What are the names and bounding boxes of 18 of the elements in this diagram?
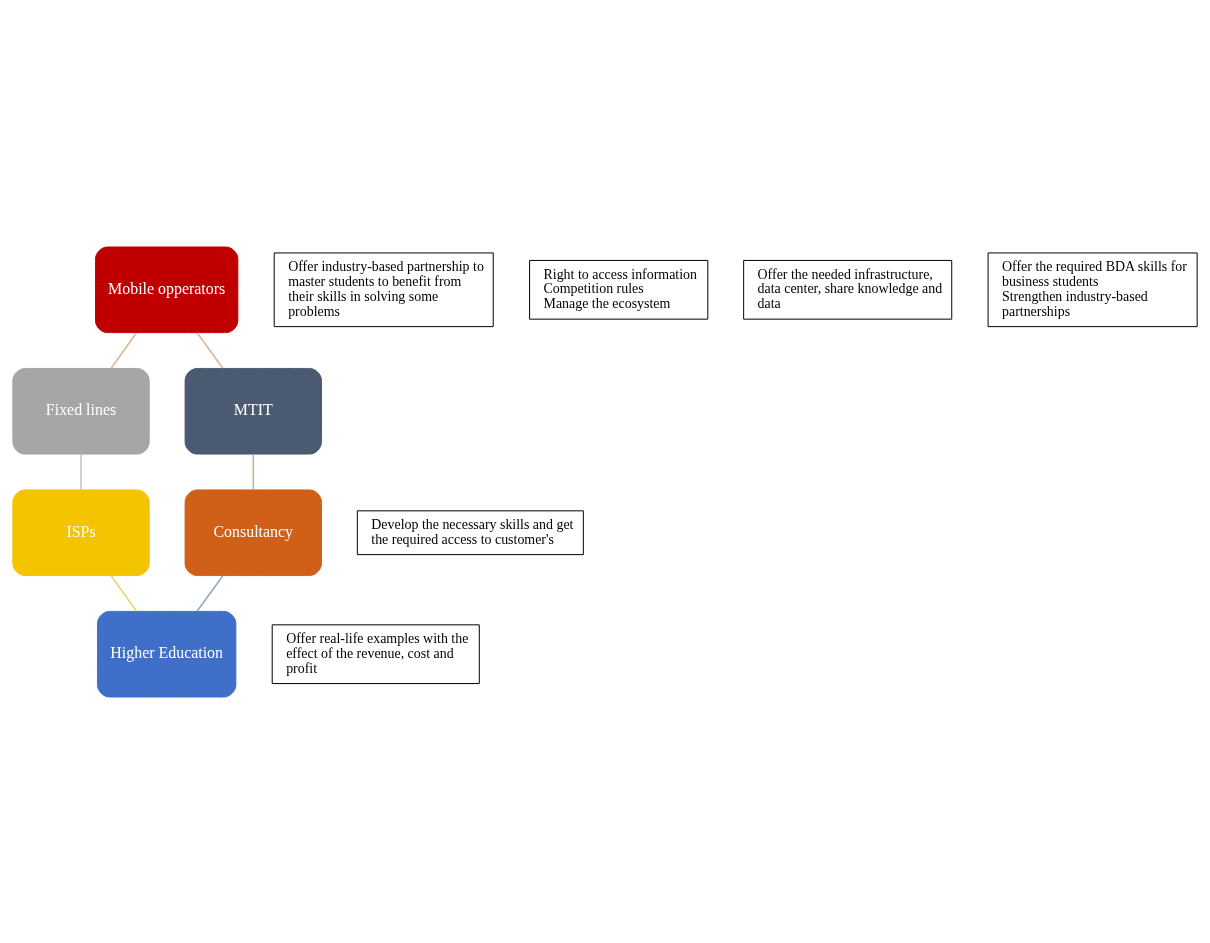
node-box: Offer real-life examples with the effect of the revenue, cost and profit (271, 623, 480, 684)
connector (252, 453, 255, 490)
node-box: Fixed lines (12, 367, 150, 455)
node-box: Mobile opperators (95, 246, 239, 333)
node-box: Offer industry-based partnership to master students to benefit from their skills in solving some problems (273, 251, 494, 327)
node-box: Offer the required BDA skills for business students Strengthen industry-based partnerships (987, 251, 1198, 327)
connector (110, 331, 138, 369)
connector (80, 453, 82, 490)
node-box: MTIT (184, 367, 322, 455)
node-box: Offer the needed infrastructure, data center, share knowledge and data (743, 259, 953, 320)
connector (196, 574, 224, 612)
node-box: Develop the necessary skills and get the required access to customer's (356, 509, 584, 555)
connector (110, 574, 138, 612)
node-box: ISPs (12, 488, 150, 576)
node-box: Higher Education (96, 610, 237, 697)
connector (196, 331, 224, 369)
node-box: Right to access information Competition rules Manage the ecosystem (529, 259, 709, 320)
node-box: Consultancy (184, 488, 322, 576)
